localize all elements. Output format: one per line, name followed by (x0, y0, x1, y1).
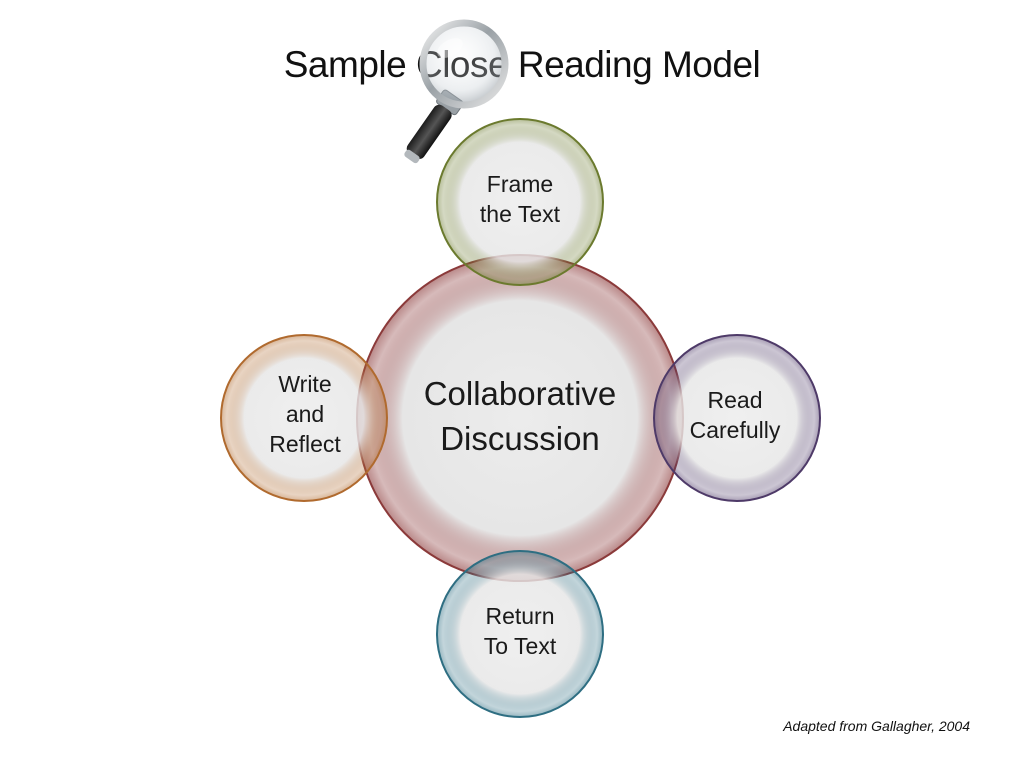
node-label-line: Return (485, 603, 555, 629)
node-label-read-carefully: Read Carefully (655, 386, 815, 446)
node-label-line: Write (278, 371, 332, 397)
slide-title: Sample Close Reading Model (283, 44, 761, 85)
center-label-collaborative-discussion: Collaborative Discussion (400, 372, 640, 461)
circle-top (436, 118, 604, 286)
node-label-return-to-text: Return To Text (440, 602, 600, 662)
magnifying-glass-icon (404, 19, 509, 164)
center-label-line: Collaborative (423, 375, 617, 412)
node-label-line: Read (707, 387, 763, 413)
circle-right (653, 334, 821, 502)
node-label-line: Reflect (269, 430, 341, 457)
source-credit: Adapted from Gallagher, 2004 (783, 718, 970, 734)
node-label-write-and-reflect: Write and Reflect (225, 370, 385, 460)
circle-left (220, 334, 388, 502)
node-label-line: the Text (479, 200, 561, 227)
node-label-line: Frame (486, 171, 554, 197)
center-label-line: Discussion (440, 419, 600, 457)
node-label-line: and (285, 400, 325, 427)
node-label-line: To Text (483, 632, 557, 659)
node-label-line: Carefully (689, 416, 781, 443)
circle-bottom (436, 550, 604, 718)
node-label-frame-the-text: Frame the Text (440, 170, 600, 230)
